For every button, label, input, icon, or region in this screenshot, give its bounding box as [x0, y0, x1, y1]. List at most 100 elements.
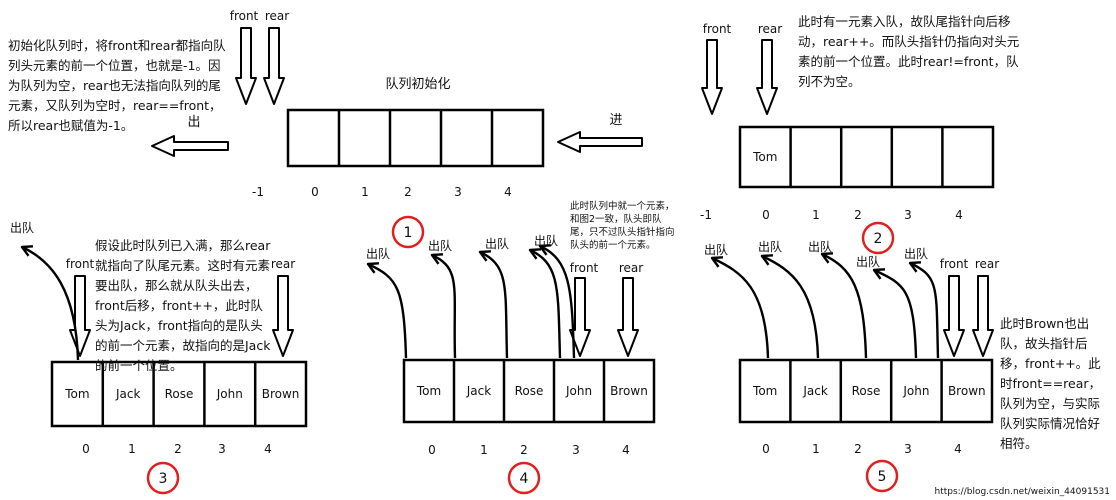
diagram-3-index-2: 2 — [174, 442, 182, 456]
diagram-1-frame — [286, 108, 545, 168]
badge-4-circle — [507, 461, 541, 495]
dequeue-curve-4-4 — [539, 244, 576, 359]
dequeue-curve-4-1-head — [430, 253, 444, 265]
rear-label-4: rear — [619, 261, 643, 275]
diagram-1-index-3: 2 — [404, 185, 412, 199]
dequeue-curve-5-3 — [873, 268, 918, 359]
dequeue-curve-3-head — [20, 245, 34, 257]
diagram-2-cell-0: Tom — [752, 150, 777, 164]
badge-1: 1 — [404, 225, 413, 241]
enqueue-arrow-1 — [557, 131, 643, 153]
diagram-1-index-1: 0 — [311, 185, 319, 199]
dequeue-curve-3 — [21, 245, 80, 361]
dequeue-label-5a: 出队 — [704, 242, 728, 257]
front-arrow-1 — [235, 27, 257, 105]
dequeue-label-4c: 出队 — [485, 236, 509, 251]
dequeue-curve-4-2-head — [478, 250, 492, 262]
dequeue-curve-5-0 — [711, 256, 770, 359]
dequeue-label-5b: 出队 — [758, 239, 782, 254]
diagram-2-index-2: 1 — [812, 208, 820, 222]
diagram-4-index-2: 2 — [520, 443, 528, 457]
rear-label-1: rear — [265, 9, 289, 23]
diagram-title: 队列初始化 — [385, 77, 450, 92]
dequeue-label-4a: 出队 — [366, 246, 390, 261]
dequeue-curve-5-4 — [909, 261, 940, 359]
diagram-4-cell-2: Rose — [515, 384, 544, 398]
rear-label-5: rear — [975, 257, 999, 271]
dequeue-curve-4-0 — [367, 262, 408, 359]
enqueue-label-1: 进 — [609, 113, 622, 128]
watermark: https://blog.csdn.net/weixin_44091531 — [934, 487, 1110, 497]
diagram-3-frame — [50, 360, 308, 428]
diagram-4-cell-4: Brown — [610, 384, 648, 398]
diagram-3-cell-3: John — [216, 387, 243, 401]
dequeue-label-3: 出队 — [10, 220, 34, 235]
dequeue-label-5e: 出队 — [904, 246, 928, 261]
dequeue-curve-5-1 — [761, 254, 820, 359]
note-diagram-5: 此时Brown也出队，故头指针后移，front++。此时front==rear，… — [1000, 316, 1102, 451]
diagram-3-index-1: 1 — [128, 442, 136, 456]
dequeue-curve-4-4-head — [538, 244, 552, 256]
dequeue-curve-5-2 — [821, 252, 868, 359]
diagram-5-index-2: 2 — [854, 442, 862, 456]
diagram-5-index-3: 3 — [904, 442, 912, 456]
dequeue-label-1: 出 — [187, 115, 200, 130]
diagram-4-index-3: 3 — [572, 443, 580, 457]
diagram-2-index-5: 4 — [955, 208, 963, 222]
front-arrow-3 — [69, 275, 91, 357]
front-label-4: front — [570, 261, 599, 275]
diagram-5-frame — [738, 358, 994, 424]
dequeue-label-5d: 出队 — [856, 254, 880, 269]
rear-arrow-4 — [617, 277, 639, 357]
diagram-2-frame — [738, 125, 995, 189]
dequeue-label-5c: 出队 — [808, 239, 832, 254]
dequeue-curve-4-2 — [479, 250, 509, 359]
diagram-5-cell-3: John — [902, 384, 929, 398]
diagram-2-index-1: 0 — [762, 208, 770, 222]
badge-5: 5 — [878, 469, 887, 485]
diagram-4-cell-3: John — [565, 384, 592, 398]
diagram-2-index-4: 3 — [904, 208, 912, 222]
front-arrow-2 — [701, 39, 723, 115]
dequeue-arrow-1 — [151, 135, 229, 157]
diagram-5-index-1: 1 — [812, 442, 820, 456]
rear-arrow-5 — [972, 275, 994, 357]
front-label-2: front — [703, 22, 732, 36]
diagram-4-frame — [402, 358, 656, 424]
diagram-3-cell-4: Brown — [262, 387, 300, 401]
rear-arrow-2 — [756, 39, 778, 115]
diagram-4-index-1: 1 — [480, 443, 488, 457]
rear-arrow-3 — [272, 275, 294, 357]
front-label-5: front — [940, 257, 969, 271]
diagram-3-cell-2: Rose — [165, 387, 194, 401]
diagram-2-index-3: 2 — [854, 208, 862, 222]
note-diagram-3: 假设此时队列已入满，那么rear就指向了队尾元素。这时有元素要出队，那么就从队头… — [95, 238, 271, 373]
badge-3: 3 — [159, 471, 168, 487]
note-diagram-2: 此时有一元素入队，故队尾指针向后移动，rear++。而队头指针仍指向对头元素的前… — [798, 14, 1020, 89]
diagram-5-cell-4: Brown — [948, 384, 986, 398]
diagram-5-index-4: 4 — [954, 442, 962, 456]
front-label-1: front — [230, 9, 259, 23]
diagram-3-index-3: 3 — [218, 442, 226, 456]
rear-label-3: rear — [271, 257, 295, 271]
dequeue-label-4b: 出队 — [428, 238, 452, 253]
badge-3-circle — [146, 461, 180, 495]
note-diagram-1: 初始化队列时，将front和rear都指向队列头元素的前一个位置，也就是-1。因… — [8, 38, 226, 133]
dequeue-curve-4-3-head — [528, 248, 542, 260]
dequeue-curve-5-0-head — [710, 256, 724, 268]
diagram-2-index-0: -1 — [700, 208, 712, 222]
diagram-1-index-4: 3 — [454, 185, 462, 199]
diagram-3-index-4: 4 — [264, 442, 272, 456]
rear-arrow-1 — [263, 27, 285, 105]
diagram-5-cell-1: Jack — [802, 384, 827, 398]
diagram-3-index-0: 0 — [82, 442, 90, 456]
diagram-5-cell-0: Tom — [752, 384, 777, 398]
badge-1-circle — [391, 215, 425, 249]
diagram-1-index-0: -1 — [252, 185, 264, 199]
badge-5-circle — [865, 459, 899, 493]
diagram-1-index-5: 4 — [504, 185, 512, 199]
rear-label-2: rear — [758, 22, 782, 36]
diagram-5-index-0: 0 — [762, 442, 770, 456]
dequeue-curve-4-0-head — [366, 262, 380, 274]
